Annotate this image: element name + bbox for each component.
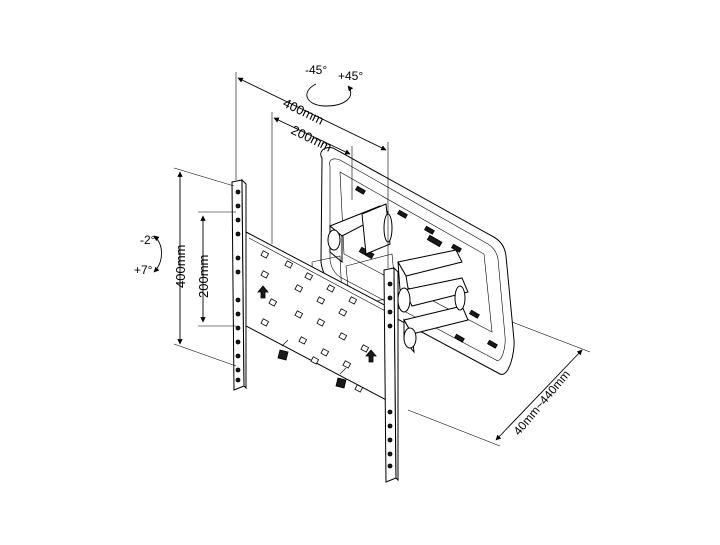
- dimension-200mm-vertical: 200mm: [196, 211, 236, 327]
- label-400mm-vertical: 400mm: [173, 245, 188, 288]
- swivel-arrow-icon: [306, 83, 354, 107]
- swivel-left-label: -45°: [305, 63, 327, 77]
- label-400mm-horizontal: 400mm: [281, 95, 327, 127]
- articulating-arms: [311, 203, 469, 354]
- vertical-rail-left: [231, 178, 247, 391]
- tilt-down-label: +7°: [134, 263, 153, 277]
- slot-icon: [335, 377, 347, 389]
- label-wall-distance: 40mm~440mm: [511, 367, 573, 438]
- up-arrow-icon: [365, 349, 377, 363]
- slot-icon: [277, 349, 289, 361]
- tilt-arrow-icon: [153, 235, 162, 273]
- swivel-right-label: +45°: [338, 69, 363, 83]
- tilt-indicator: -2° +7°: [134, 233, 162, 277]
- tv-plate-holes: [260, 250, 370, 393]
- tilt-up-label: -2°: [140, 233, 156, 247]
- vertical-rail-right: [383, 266, 399, 483]
- label-200mm-vertical: 200mm: [196, 255, 211, 298]
- label-200mm-horizontal: 200mm: [289, 122, 335, 154]
- up-arrow-icon: [257, 285, 269, 299]
- swivel-indicator: -45° +45°: [305, 63, 363, 107]
- dimension-400mm-vertical: 400mm: [173, 167, 237, 367]
